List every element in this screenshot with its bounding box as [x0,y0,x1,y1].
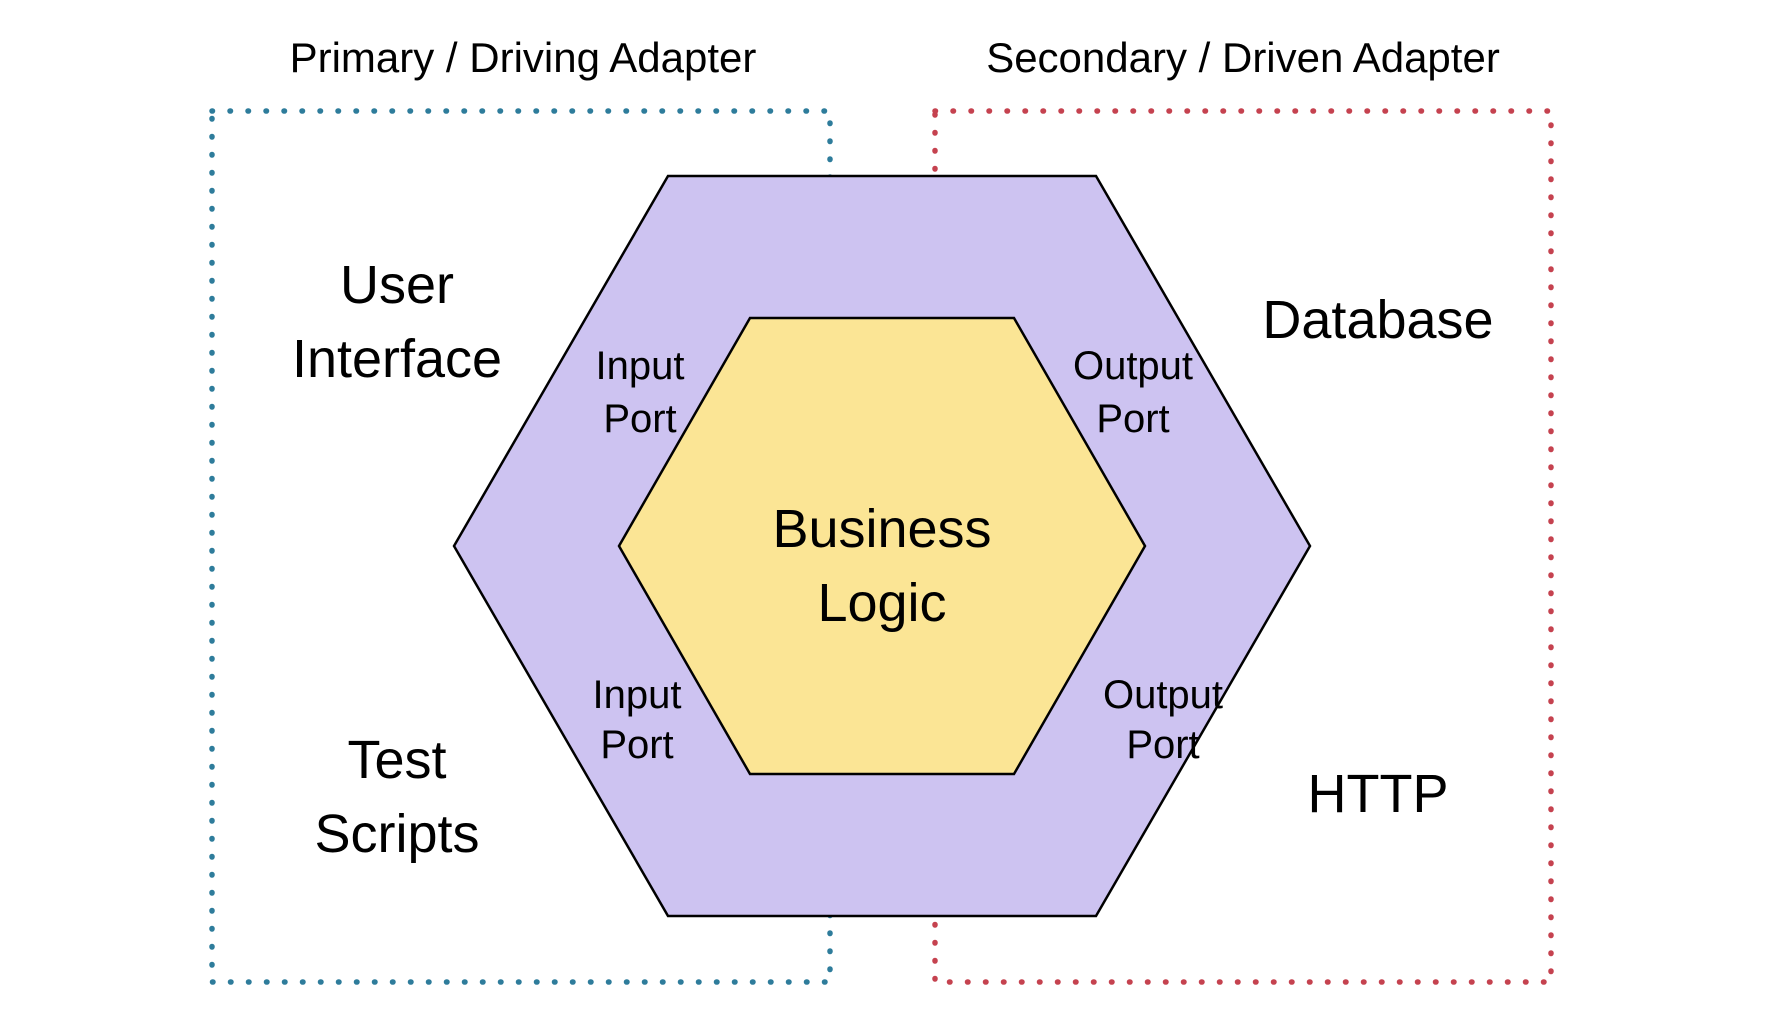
primary-zone-boundary [209,108,833,985]
output-port-top-line2: Port [1096,397,1169,441]
input-port-bottom-line2: Port [600,723,673,767]
input-port-bottom-line1: Input [593,673,682,717]
http-label: HTTP [1308,764,1449,824]
input-port-top-line2: Port [603,397,676,441]
business-logic-label-line2: Logic [817,573,946,633]
test-scripts-label-line1: Test [347,730,446,790]
user-interface-label-line1: User [340,255,454,315]
test-scripts-label-line2: Scripts [314,804,479,864]
primary-zone-title: Primary / Driving Adapter [290,34,757,81]
database-label: Database [1262,290,1493,350]
secondary-zone-title: Secondary / Driven Adapter [986,34,1500,81]
business-logic-label-line1: Business [772,499,991,559]
output-port-bottom-line2: Port [1126,723,1199,767]
user-interface-label-line2: Interface [292,329,502,389]
inner-hexagon-core [617,316,1147,776]
output-port-top-line1: Output [1073,344,1193,388]
output-port-bottom-line1: Output [1103,673,1223,717]
input-port-top-line1: Input [596,344,685,388]
